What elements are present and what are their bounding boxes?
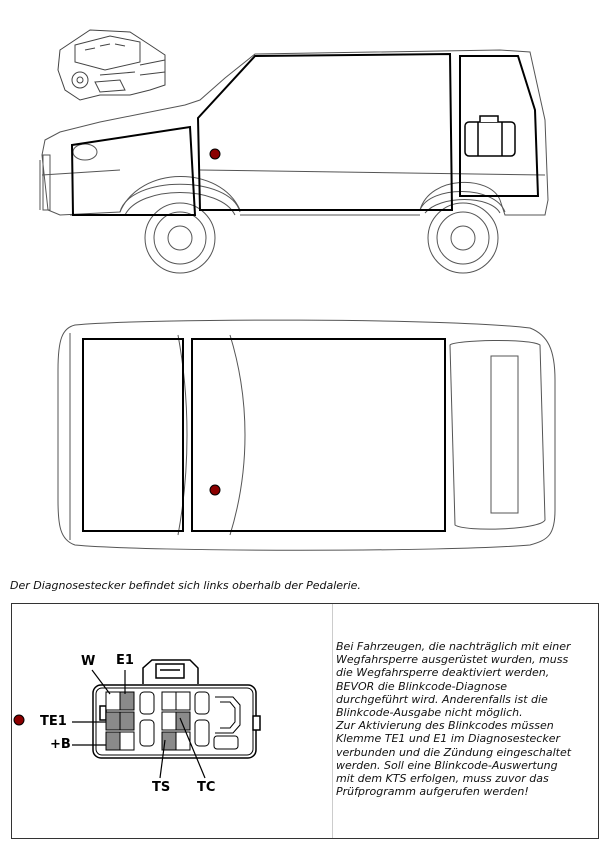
location-marker-panel xyxy=(13,714,25,726)
location-caption: Der Diagnosestecker befindet sich links … xyxy=(10,579,361,592)
immobilizer-note: Bei Fahrzeugen, die nachträglich mit ein… xyxy=(336,640,598,798)
note-line: durchgeführt wird. Anderenfalls ist die xyxy=(336,692,548,706)
note-line: verbunden und die Zündung eingeschaltet xyxy=(336,745,572,759)
pin-label-w: W xyxy=(81,654,96,669)
note-line: die Wegfahrsperre deaktiviert werden, xyxy=(336,666,550,680)
suitcase-icon xyxy=(464,115,516,157)
pin-label-tc: TC xyxy=(197,780,216,795)
note-line: Prüfprogramm aufgerufen werden! xyxy=(336,785,529,799)
panel-divider xyxy=(332,604,333,838)
engine-icon xyxy=(57,29,166,101)
note-line: Blinkcode-Ausgabe nicht möglich. xyxy=(336,706,523,720)
note-line: Bei Fahrzeugen, die nachträglich mit ein… xyxy=(336,640,571,653)
note-line: Wegfahrsperre ausgerüstet wurden, muss xyxy=(336,653,569,667)
note-line: mit dem KTS erfolgen, muss zuvor das xyxy=(336,772,549,786)
pin-label-ts: TS xyxy=(152,780,171,795)
note-line: Klemme TE1 und E1 im Diagnosestecker xyxy=(336,732,561,746)
note-line: BEVOR die Blinkcode-Diagnose xyxy=(336,679,508,693)
vehicle-side-view xyxy=(39,29,549,274)
pin-label-plus-b: +B xyxy=(50,737,71,752)
note-line: werden. Soll eine Blinkcode-Auswertung xyxy=(336,758,558,772)
location-marker-side xyxy=(209,148,221,160)
pin-label-e1: E1 xyxy=(116,653,134,668)
note-line: Zur Aktivierung des Blinkcodes müssen xyxy=(336,719,554,733)
location-marker-top xyxy=(209,484,221,496)
vehicle-top-view xyxy=(57,319,556,551)
diagnostic-panel xyxy=(11,603,599,839)
pin-label-te1: TE1 xyxy=(40,714,67,729)
